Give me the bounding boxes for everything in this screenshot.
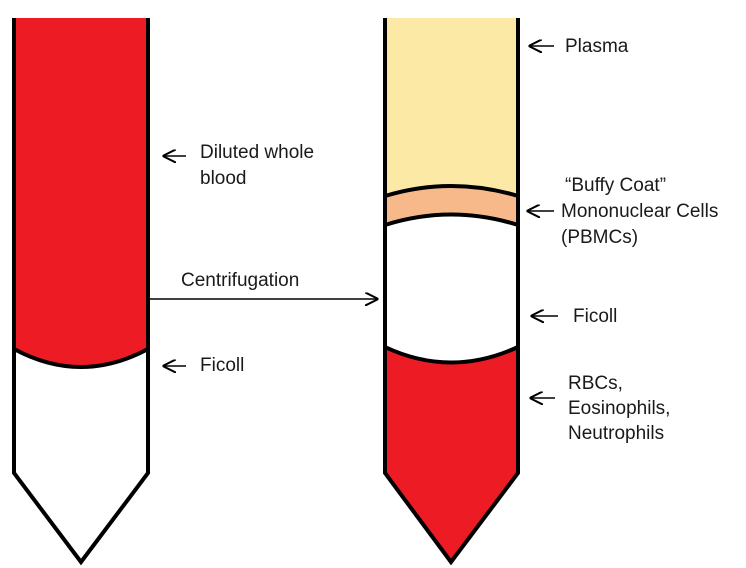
buffy-coat-label-line1: “Buffy Coat”	[565, 175, 666, 196]
plasma-label: Plasma	[565, 36, 629, 57]
rbc-label: RBCs, Eosinophils, Neutrophils	[568, 373, 676, 444]
left-tube-ficoll-layer	[14, 349, 148, 562]
buffy-coat-label-line3: (PBMCs)	[561, 227, 638, 248]
right-tube-rbc-layer	[385, 347, 518, 562]
right-ficoll-label: Ficoll	[573, 306, 617, 327]
rbc-label-line2: Eosinophils,	[568, 398, 670, 419]
rbc-label-line1: RBCs,	[568, 373, 623, 394]
centrifugation-process: Centrifugation	[150, 270, 377, 299]
buffy-coat-label-line2: Mononuclear Cells	[561, 201, 718, 222]
left-ficoll-label: Ficoll	[200, 355, 244, 376]
diluted-blood-label-line2: blood	[200, 168, 247, 189]
left-tube-blood-layer	[14, 18, 148, 367]
diluted-blood-label: Diluted whole blood	[200, 142, 319, 189]
right-tube-plasma-layer	[385, 18, 518, 196]
rbc-label-line3: Neutrophils	[568, 423, 664, 444]
diluted-blood-label-line1: Diluted whole	[200, 142, 314, 163]
centrifugation-label: Centrifugation	[181, 270, 299, 291]
right-tube	[385, 18, 518, 562]
left-tube-labels: Diluted whole blood Ficoll	[164, 142, 319, 376]
left-tube	[14, 18, 148, 562]
right-tube-labels: Plasma “Buffy Coat” Mononuclear Cells (P…	[528, 36, 724, 444]
buffy-coat-label: “Buffy Coat” Mononuclear Cells (PBMCs)	[561, 175, 724, 248]
right-tube-ficoll-layer	[385, 215, 518, 363]
